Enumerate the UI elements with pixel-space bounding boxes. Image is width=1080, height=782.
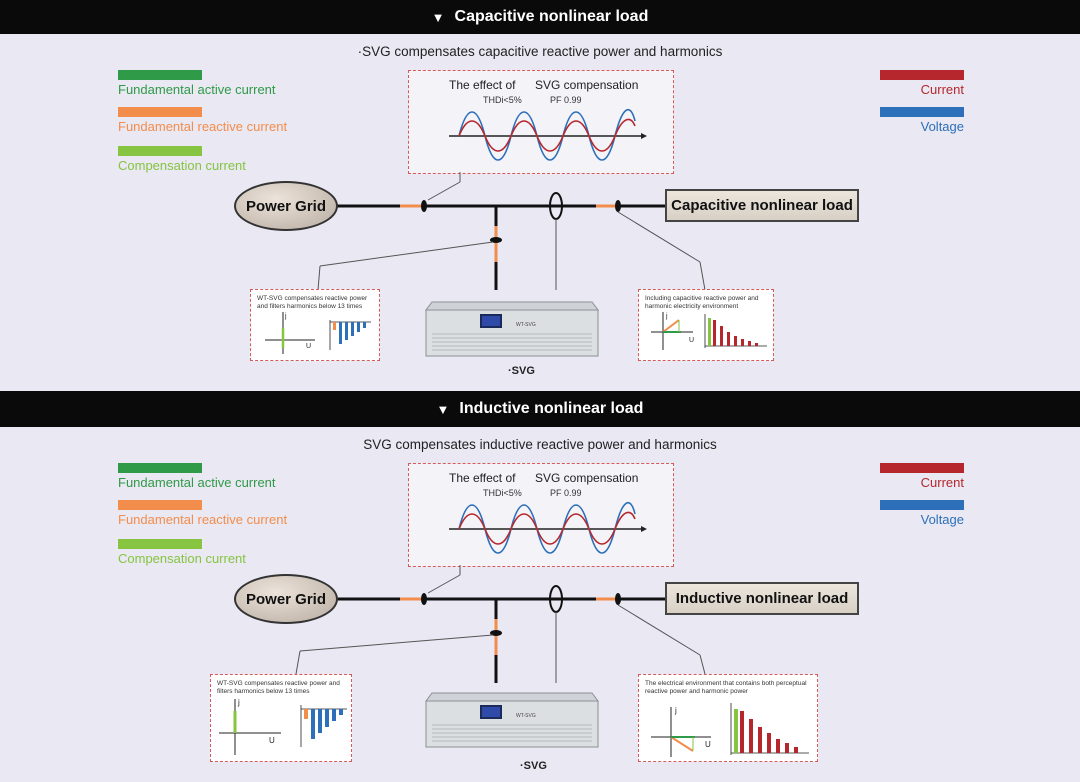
legend-current: Current: [880, 70, 964, 97]
device-brand: WT-SVG: [516, 713, 536, 719]
effect-thdi: THDi<5%: [483, 488, 522, 498]
effect-pf: PF 0.99: [550, 95, 582, 105]
ct-sensor: [490, 630, 502, 636]
legend-active: Fundamental active current: [118, 463, 276, 490]
legend-label: Fundamental active current: [118, 475, 276, 490]
phasor-spectrum-graphic: j U: [219, 698, 347, 755]
note-text: Including capacitive reactive power and …: [645, 295, 759, 310]
waveform-graphic: [449, 109, 647, 161]
device-label: ·SVG: [520, 760, 547, 772]
load-box: Capacitive nonlinear load: [665, 189, 859, 222]
ct-sensor: [615, 200, 621, 212]
triangle-down-icon: ▼: [431, 9, 445, 25]
circuit-lines: [317, 172, 706, 291]
environment-note: The electrical environment that contains…: [638, 674, 818, 762]
svg-cabinet-icon: WT-SVG: [425, 301, 599, 357]
section-capacitive: ▼ Capacitive nonlinear load ·SVG compens…: [0, 0, 1080, 390]
legend-swatch: [880, 70, 964, 80]
note-text: WT-SVG compensates reactive power and fi…: [257, 295, 368, 310]
effect-title-right: SVG compensation: [535, 471, 639, 485]
power-grid-node: Power Grid: [234, 574, 338, 624]
legend-swatch: [880, 500, 964, 510]
legend-label: Compensation current: [118, 158, 246, 173]
legend-label: Current: [920, 82, 964, 97]
phasor-spectrum-graphic: j U: [651, 703, 809, 757]
axis-label-j: j: [284, 313, 287, 320]
legend-swatch: [118, 107, 202, 117]
section-title: Capacitive nonlinear load: [454, 8, 649, 25]
power-grid-label: Power Grid: [245, 590, 327, 608]
svg-cabinet-icon: WT-SVG: [425, 692, 599, 748]
phasor-spectrum-graphic: j U: [265, 312, 371, 354]
section-title: Inductive nonlinear load: [459, 400, 644, 417]
load-box: Inductive nonlinear load: [665, 582, 859, 615]
legend-swatch: [880, 463, 964, 473]
ct-sensor: [490, 237, 502, 243]
legend-swatch: [118, 500, 202, 510]
legend-current: Current: [880, 463, 964, 490]
effect-title-right: SVG compensation: [535, 78, 639, 92]
axis-label-j: j: [237, 698, 240, 707]
legend-compensation: Compensation current: [118, 146, 246, 173]
triangle-down-icon: ▼: [436, 401, 450, 417]
environment-note: Including capacitive reactive power and …: [638, 289, 774, 361]
section-header: ▼ Capacitive nonlinear load: [0, 0, 1080, 34]
power-grid-label: Power Grid: [245, 197, 327, 215]
ct-sensor: [421, 593, 427, 605]
legend-label: Fundamental reactive current: [118, 119, 288, 134]
axis-label-u: U: [689, 337, 694, 344]
axis-label-u: U: [705, 740, 711, 749]
power-grid-node: Power Grid: [234, 181, 338, 231]
effect-title-left: The effect of: [449, 78, 516, 92]
section-header: ▼ Inductive nonlinear load: [0, 391, 1080, 427]
ct-sensor: [615, 593, 621, 605]
axis-label-u: U: [269, 736, 275, 745]
section-inductive: ▼ Inductive nonlinear load SVG compensat…: [0, 391, 1080, 782]
legend-swatch: [118, 539, 202, 549]
section-subtitle: ·SVG compensates capacitive reactive pow…: [357, 44, 723, 59]
legend-voltage: Voltage: [880, 107, 964, 134]
axis-label-j: j: [674, 706, 677, 715]
note-text: WT-SVG compensates reactive power and fi…: [217, 680, 340, 695]
device-label: ·SVG: [508, 365, 535, 377]
waveform-graphic: [449, 502, 647, 554]
effect-box: The effect of SVG compensation THDi<5% P…: [408, 70, 674, 174]
legend-label: Current: [920, 475, 964, 490]
ct-sensor: [421, 200, 427, 212]
legend-label: Fundamental active current: [118, 82, 276, 97]
circuit-lines: [295, 565, 706, 683]
legend-swatch: [880, 107, 964, 117]
legend-label: Compensation current: [118, 551, 246, 566]
legend-label: Voltage: [920, 119, 964, 134]
legend-reactive: Fundamental reactive current: [118, 500, 287, 527]
legend-label: Voltage: [920, 512, 964, 527]
effect-thdi: THDi<5%: [483, 95, 522, 105]
axis-label-u: U: [306, 343, 311, 350]
legend-swatch: [118, 146, 202, 156]
legend-label: Fundamental reactive current: [118, 512, 288, 527]
effect-pf: PF 0.99: [550, 488, 582, 498]
note-text: The electrical environment that contains…: [645, 680, 807, 695]
effect-title-left: The effect of: [449, 471, 516, 485]
legend-voltage: Voltage: [880, 500, 964, 527]
legend-active: Fundamental active current: [118, 70, 276, 97]
legend-swatch: [118, 463, 202, 473]
legend-reactive: Fundamental reactive current: [118, 107, 287, 134]
compensation-note: WT-SVG compensates reactive power and fi…: [250, 289, 380, 361]
axis-label-j: j: [665, 313, 668, 320]
device-brand: WT-SVG: [516, 322, 536, 328]
compensation-note: WT-SVG compensates reactive power and fi…: [210, 674, 352, 762]
section-subtitle: SVG compensates inductive reactive power…: [363, 437, 717, 452]
legend-swatch: [118, 70, 202, 80]
phasor-spectrum-graphic: j U: [651, 312, 767, 350]
legend-compensation: Compensation current: [118, 539, 246, 566]
load-label: Inductive nonlinear load: [675, 590, 849, 607]
effect-box: The effect of SVG compensation THDi<5% P…: [408, 463, 674, 567]
load-label: Capacitive nonlinear load: [671, 197, 853, 214]
